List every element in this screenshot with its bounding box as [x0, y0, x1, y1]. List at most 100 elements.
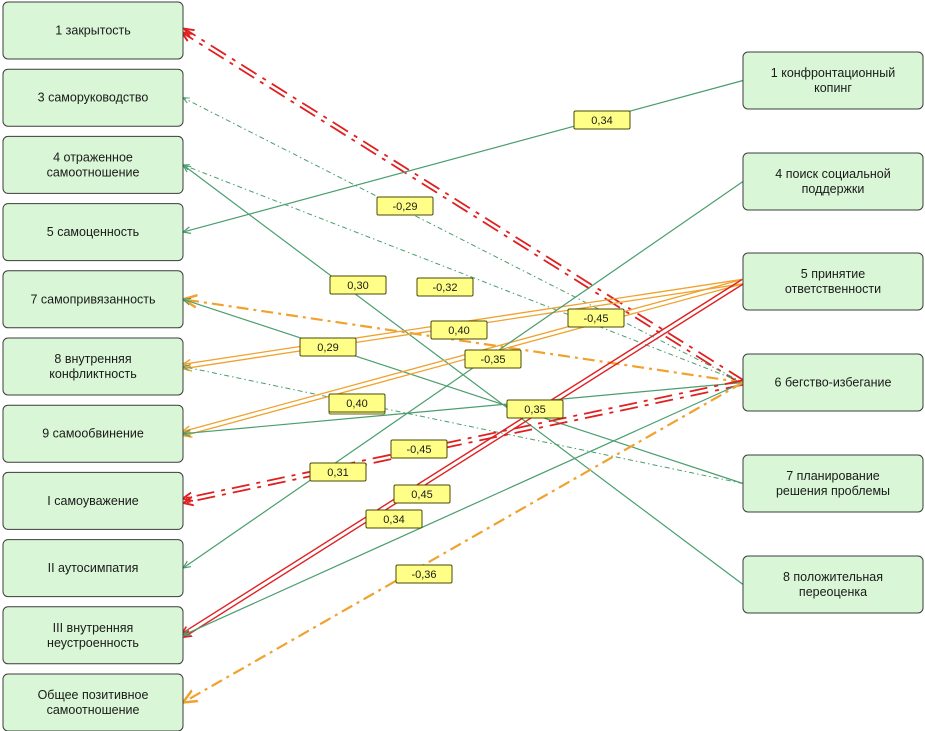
link-line [183, 381, 744, 636]
node-label: 6 бегство-избегание [775, 376, 892, 390]
svg-text:0,40: 0,40 [448, 325, 469, 337]
link-line [183, 165, 744, 383]
svg-text:0,31: 0,31 [327, 467, 348, 479]
node-label: 7 самопривязанность [30, 292, 155, 306]
coefficient-label: -0,45 [390, 439, 448, 459]
svg-text:0,34: 0,34 [383, 514, 404, 526]
svg-text:-0,32: -0,32 [432, 282, 457, 294]
link-line [183, 79, 744, 233]
node-label: 4 поиск социальной [775, 167, 890, 181]
link-line [183, 299, 744, 384]
links-layer [182, 29, 745, 703]
link-LIII-R6 [183, 381, 744, 636]
link-line [183, 98, 744, 383]
node-label: копинг [814, 81, 852, 95]
link-line [182, 279, 743, 634]
link-line [183, 383, 744, 503]
link-line [184, 282, 744, 436]
node-label: 5 самоценность [47, 225, 139, 239]
link-L5-R1 [183, 79, 744, 233]
node-label: решения проблемы [776, 484, 890, 498]
node-label: Общее позитивное [38, 688, 149, 702]
svg-text:-0,35: -0,35 [480, 354, 505, 366]
node-label: 8 внутренняя [54, 352, 131, 366]
node-label: 9 самообвинение [42, 427, 144, 441]
link-LG-R6 [183, 381, 744, 703]
node-label: самоотношение [47, 703, 140, 717]
coefficient-label: -0,32 [416, 277, 474, 297]
node-label: 1 конфронтационный [771, 66, 895, 80]
node-label: переоценка [799, 585, 867, 599]
coefficient-label: 0,35 [506, 399, 564, 419]
link-line [183, 299, 744, 485]
link-line [182, 32, 743, 386]
node-label: самоотношение [47, 165, 140, 179]
coefficient-label: 0,34 [365, 509, 423, 529]
svg-text:0,29: 0,29 [317, 342, 338, 354]
node-label: конфликтность [49, 367, 136, 381]
link-line [183, 367, 744, 484]
coefficient-label: 0,31 [309, 462, 367, 482]
link-line [184, 282, 745, 637]
node-label: II аутосимпатия [48, 561, 139, 575]
svg-text:0,34: 0,34 [591, 115, 612, 127]
svg-text:0,35: 0,35 [524, 404, 545, 416]
node-L7: 7 самопривязанность [2, 270, 184, 329]
node-label: 1 закрытость [55, 24, 131, 38]
node-LI: I самоуважение [2, 471, 184, 530]
coefficient-label: 0,45 [393, 484, 451, 504]
link-line [183, 379, 743, 498]
node-R6: 6 бегство-избегание [742, 353, 924, 412]
svg-text:0,40: 0,40 [346, 398, 367, 410]
node-label: I самоуважение [47, 494, 138, 508]
coefficient-label: 0,40 [328, 393, 386, 413]
node-label: 5 принятие [801, 267, 866, 281]
link-L1-R6 [182, 29, 745, 386]
svg-text:0,45: 0,45 [411, 489, 432, 501]
node-L1: 1 закрытость [2, 1, 184, 60]
node-label: 4 отраженное [53, 150, 133, 164]
coefficient-label: 0,34 [573, 110, 631, 130]
svg-text:-0,36: -0,36 [411, 569, 436, 581]
coefficient-label: -0,29 [376, 196, 434, 216]
node-label: III внутренняя [53, 621, 134, 635]
link-line [183, 381, 744, 434]
node-label: неустроенность [47, 636, 139, 650]
link-L4-R6 [183, 165, 744, 383]
labels-layer: -0,26-0,29-0,320,300,34-0,450,350,40-0,3… [299, 110, 631, 584]
link-LI-R6 [183, 379, 744, 503]
node-label: 8 положительная [783, 570, 883, 584]
link-L3-R6 [183, 98, 744, 383]
link-LII-R4 [183, 181, 744, 569]
link-line [182, 278, 743, 431]
node-LII: II аутосимпатия [2, 539, 184, 598]
link-line [183, 381, 744, 703]
svg-text:-0,45: -0,45 [583, 313, 608, 325]
link-line [183, 181, 744, 569]
link-L7-R6 [183, 299, 744, 384]
node-label: 7 планирование [786, 469, 880, 483]
svg-text:-0,45: -0,45 [406, 444, 431, 456]
node-L3: 3 саморуководство [2, 68, 184, 127]
link-LIII-R5 [182, 279, 745, 638]
coefficient-label: 0,40 [430, 320, 488, 340]
coefficient-label: 0,30 [329, 275, 387, 295]
node-label: 3 саморуководство [38, 91, 149, 105]
node-label: ответственности [785, 282, 881, 296]
link-line [184, 29, 745, 382]
link-L7-R7 [183, 299, 744, 485]
node-label: поддержки [802, 182, 865, 196]
coefficient-label: 0,29 [299, 337, 357, 357]
link-L9-R6 [183, 381, 744, 434]
node-L5: 5 самоценность [2, 203, 184, 262]
svg-text:0,30: 0,30 [347, 280, 368, 292]
